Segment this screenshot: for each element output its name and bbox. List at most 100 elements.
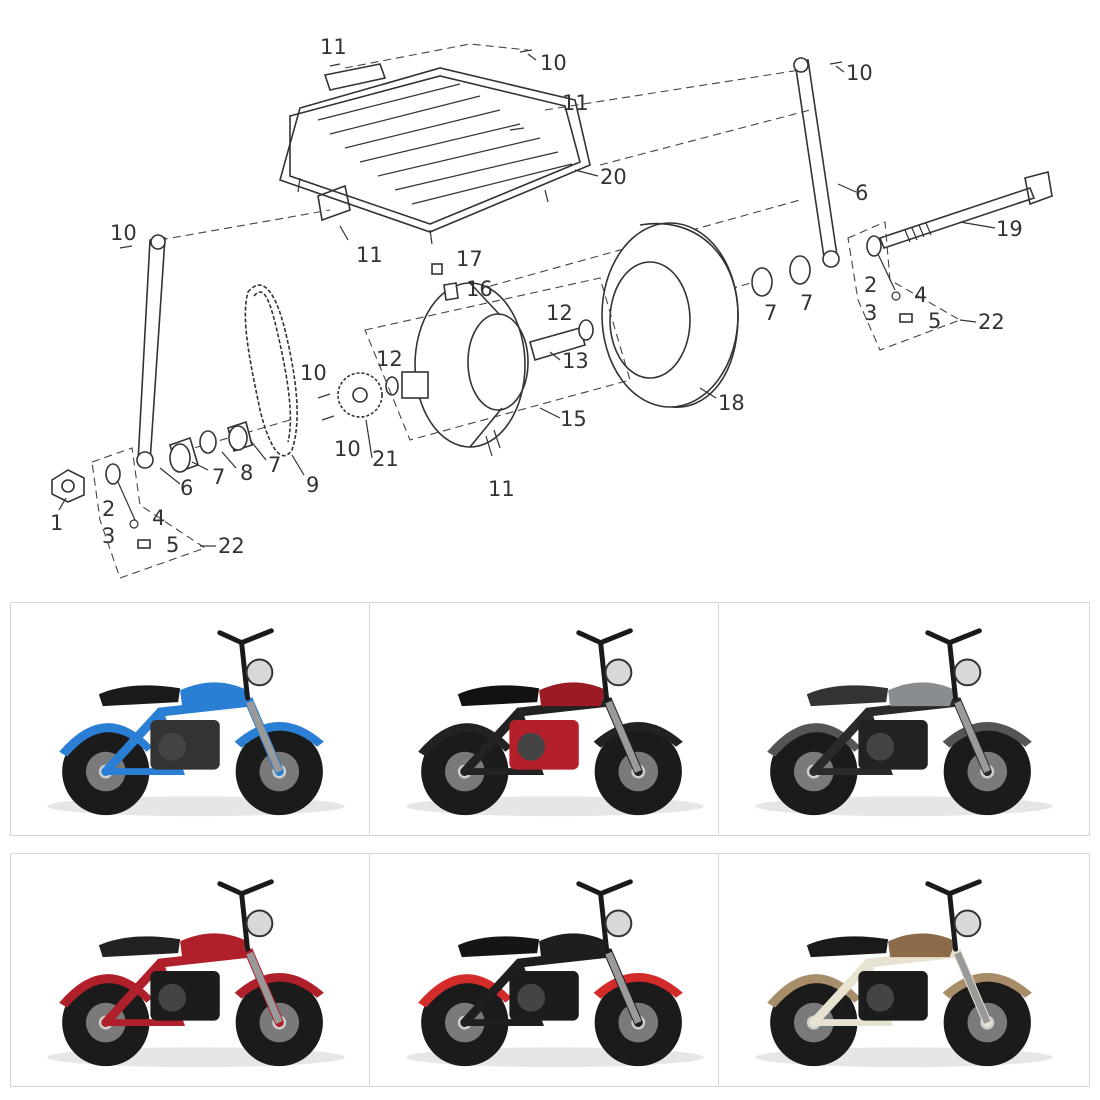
callout-20: 20 <box>600 165 627 189</box>
callout-6: 6 <box>180 476 193 500</box>
seat <box>806 685 889 707</box>
rear-fender <box>767 723 861 757</box>
callout-22: 22 <box>978 310 1005 334</box>
drive-chain <box>244 284 298 457</box>
callout-19: 19 <box>996 217 1023 241</box>
rear-fender <box>59 974 153 1008</box>
photo-red-black-minibike <box>369 602 741 836</box>
front-fork <box>954 700 991 773</box>
rear-fender <box>767 974 861 1008</box>
left-swing-arm <box>136 234 166 469</box>
minibike-illustration <box>755 879 1053 1068</box>
fuel-tank <box>180 933 248 958</box>
seat <box>806 936 889 958</box>
photo-camo-minibike <box>718 853 1090 1087</box>
headlight <box>953 658 982 687</box>
sprocket <box>337 372 383 418</box>
handlebar <box>217 628 274 701</box>
right-spacers <box>751 255 811 297</box>
engine-cover <box>866 983 895 1012</box>
axle-spacer <box>529 327 586 362</box>
front-fork <box>954 951 991 1024</box>
handlebar <box>925 628 982 701</box>
fuel-tank <box>888 682 956 707</box>
left-chain-adjuster <box>91 447 207 579</box>
headlight <box>245 658 274 687</box>
rear-fender <box>418 974 512 1008</box>
callout-15: 15 <box>560 407 587 431</box>
rear-axle <box>878 171 1053 249</box>
handlebar <box>925 879 982 952</box>
callout-21: 21 <box>372 447 399 471</box>
minibike-illustration <box>755 628 1053 817</box>
callout-2: 2 <box>864 273 877 297</box>
headlight <box>604 658 633 687</box>
handlebar <box>576 628 633 701</box>
seat <box>98 685 181 707</box>
callout-18: 18 <box>718 391 745 415</box>
fuel-tank <box>888 933 956 958</box>
callout-11: 11 <box>320 35 347 59</box>
handlebar <box>217 879 274 952</box>
seat <box>98 936 181 958</box>
callout-11: 11 <box>488 477 515 501</box>
callout-16: 16 <box>466 277 493 301</box>
right-bearing <box>578 319 594 341</box>
front-fork <box>246 700 283 773</box>
callout-9: 9 <box>306 473 319 497</box>
headlight <box>953 909 982 938</box>
front-fork <box>246 951 283 1024</box>
photo-red-frame-minibike <box>10 853 382 1087</box>
callout-2: 2 <box>102 497 115 521</box>
callout-11: 11 <box>562 91 589 115</box>
callout-10: 10 <box>110 221 137 245</box>
right-swing-arm <box>793 57 840 268</box>
callout-22: 22 <box>218 534 245 558</box>
callout-11: 11 <box>356 243 383 267</box>
seat <box>457 685 540 707</box>
callout-7: 7 <box>212 465 225 489</box>
left-bearing <box>385 376 399 396</box>
callout-3: 3 <box>102 524 115 548</box>
callout-10: 10 <box>300 361 327 385</box>
rear-fender <box>418 723 512 757</box>
callout-12: 12 <box>546 301 573 325</box>
fuel-tank <box>539 682 607 707</box>
minibike-illustration <box>47 628 345 817</box>
callout-8: 8 <box>240 461 253 485</box>
callout-10: 10 <box>334 437 361 461</box>
fuel-tank <box>180 682 248 707</box>
engine-cover <box>158 983 187 1012</box>
headlight <box>245 909 274 938</box>
photo-grey-minibike <box>718 602 1090 836</box>
callout-10: 10 <box>540 51 567 75</box>
callout-4: 4 <box>914 283 927 307</box>
front-fork <box>605 951 642 1024</box>
callout-6: 6 <box>855 181 868 205</box>
minibike-illustration <box>47 879 345 1068</box>
right-chain-adjuster <box>847 221 962 351</box>
callout-3: 3 <box>864 301 877 325</box>
exploded-parts-diagram: 1 2 2 3 3 4 4 5 5 6 6 7 7 7 7 8 9 10 10 … <box>50 35 1053 579</box>
callout-17: 17 <box>456 247 483 271</box>
callout-7: 7 <box>800 291 813 315</box>
photo-blue-minibike <box>10 602 382 836</box>
engine-cover <box>517 983 546 1012</box>
minibike-illustration <box>406 879 704 1068</box>
left-spacers <box>169 420 253 474</box>
rear-fender <box>59 723 153 757</box>
handlebar <box>576 879 633 952</box>
callout-1: 1 <box>50 511 63 535</box>
engine-cover <box>866 732 895 761</box>
axle-nut <box>51 469 85 503</box>
callout-4: 4 <box>152 506 165 530</box>
callout-7: 7 <box>764 301 777 325</box>
minibike-illustration <box>406 628 704 817</box>
callout-7: 7 <box>268 453 281 477</box>
rear-rack <box>279 63 591 245</box>
engine-cover <box>517 732 546 761</box>
photo-black-red-minibike <box>369 853 741 1087</box>
engine-cover <box>158 732 187 761</box>
callout-12: 12 <box>376 347 403 371</box>
callout-10: 10 <box>846 61 873 85</box>
